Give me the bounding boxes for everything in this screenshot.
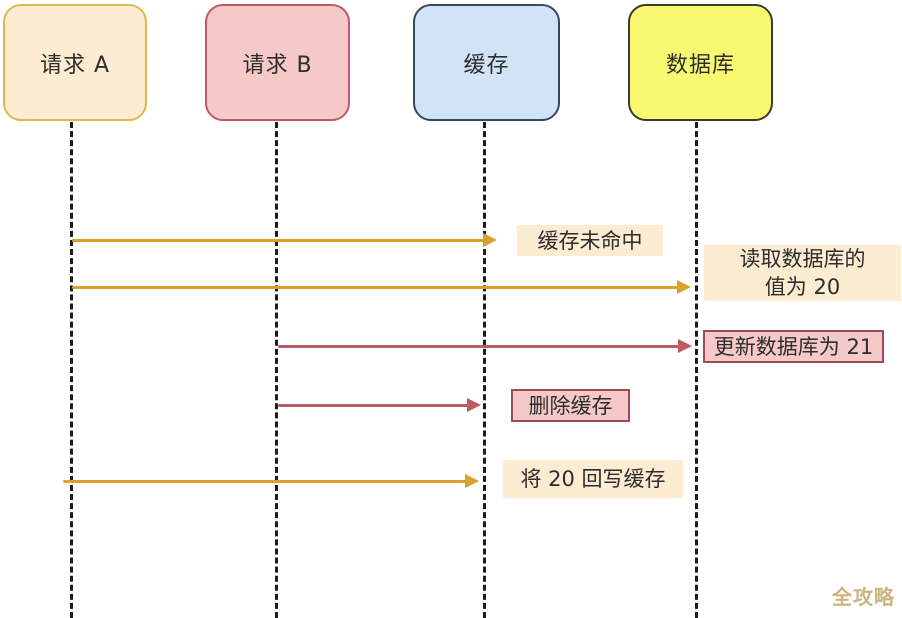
watermark: 全攻略 <box>832 585 895 609</box>
label-delete-cache: 删除缓存 <box>511 389 630 422</box>
actor-database-label: 数据库 <box>665 52 735 78</box>
label-cache-miss: 缓存未命中 <box>517 225 663 256</box>
label-write-back: 将 20 回写缓存 <box>503 460 683 498</box>
actor-request-b-label: 请求 B <box>242 52 313 78</box>
arrow-cache-miss-shaft <box>72 238 486 242</box>
actor-request-b: 请求 B <box>205 4 350 121</box>
arrow-update-db <box>278 338 692 354</box>
lifeline-database <box>695 122 698 618</box>
label-update-db: 更新数据库为 21 <box>703 330 884 363</box>
actor-request-a-label: 请求 A <box>39 52 111 78</box>
arrow-read-db <box>72 279 691 295</box>
arrow-delete-cache <box>278 397 481 413</box>
actor-cache-label: 缓存 <box>463 52 510 78</box>
arrow-write-back-head-icon <box>465 474 479 488</box>
arrow-cache-miss-head-icon <box>483 233 497 247</box>
arrow-read-db-head-icon <box>677 280 691 294</box>
lifeline-cache <box>483 122 486 618</box>
actor-cache: 缓存 <box>413 4 560 121</box>
label-read-db-value: 读取数据库的 值为 20 <box>704 245 901 301</box>
arrow-write-back-shaft <box>63 479 468 483</box>
actor-request-a: 请求 A <box>3 4 147 121</box>
arrow-delete-cache-shaft <box>278 403 470 407</box>
arrow-write-back <box>63 473 479 489</box>
lifeline-request-a <box>70 122 73 618</box>
arrow-update-db-head-icon <box>678 339 692 353</box>
arrow-update-db-shaft <box>278 344 681 348</box>
actor-database: 数据库 <box>628 4 773 121</box>
arrow-delete-cache-head-icon <box>467 398 481 412</box>
lifeline-request-b <box>275 122 278 618</box>
arrow-cache-miss <box>72 232 497 248</box>
arrow-read-db-shaft <box>72 285 680 289</box>
